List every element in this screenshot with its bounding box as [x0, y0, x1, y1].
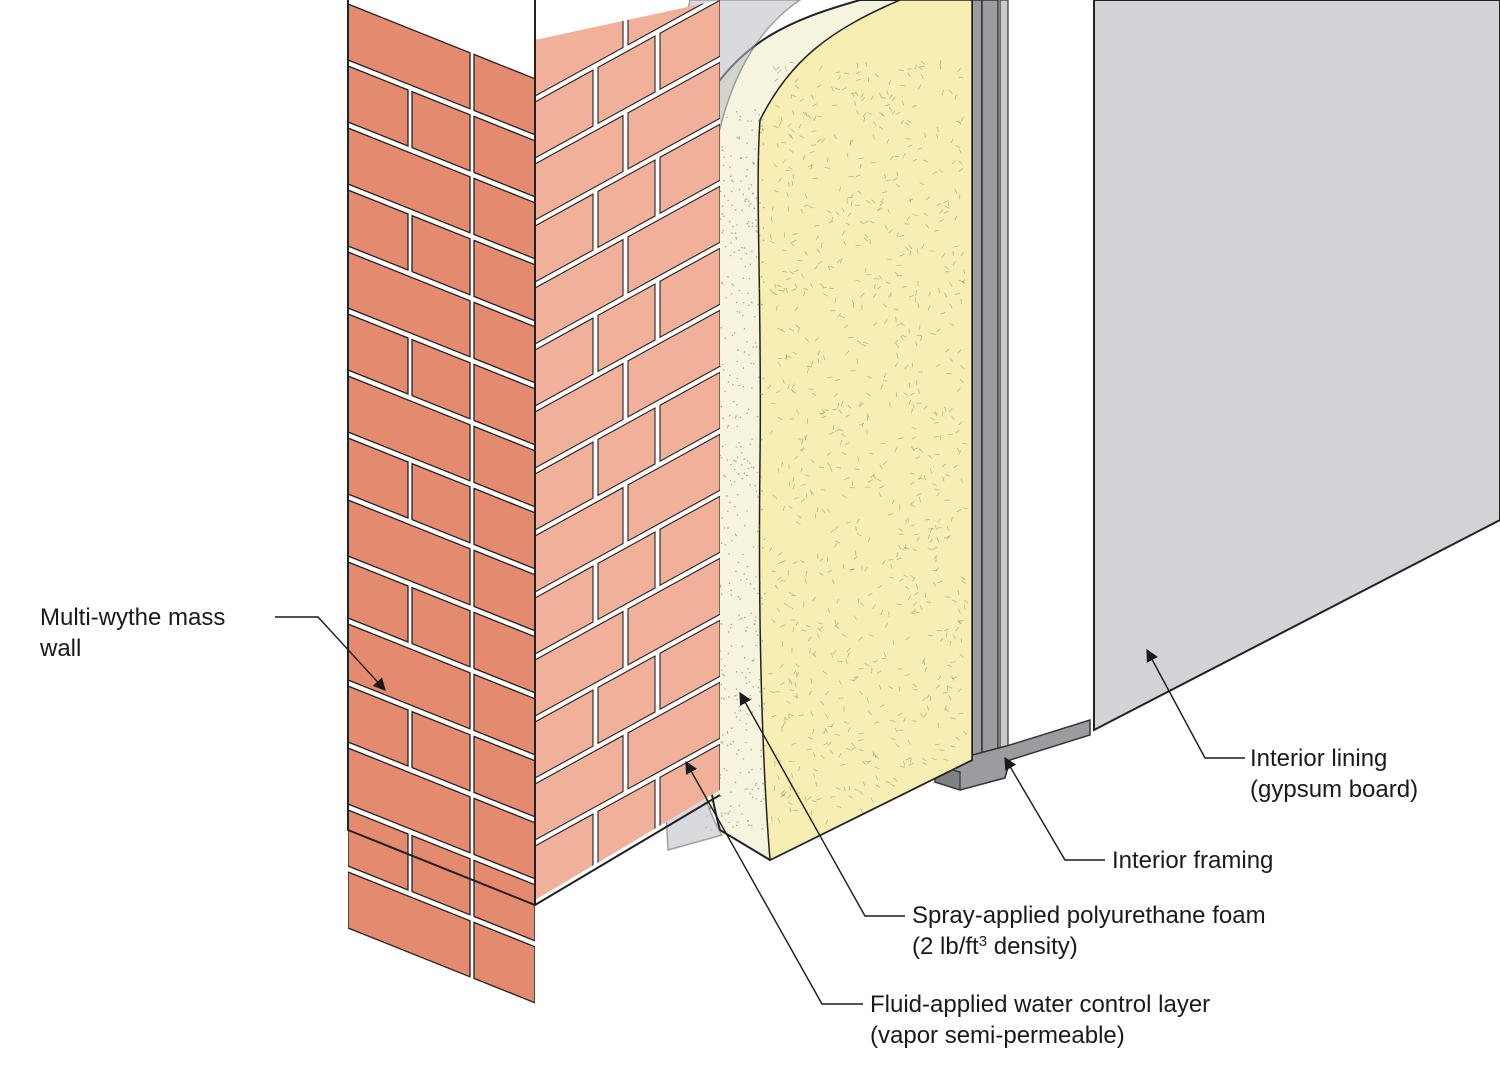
label-spray-foam-line1: Spray-applied polyurethane foam [912, 902, 1266, 929]
label-mass-wall-line1: Multi-wythe mass [40, 604, 226, 631]
leader-spray-foam [739, 691, 905, 917]
label-interior-framing-line1: Interior framing [1112, 847, 1274, 874]
brick-mass-wall [347, 0, 721, 1004]
leader-interior-lining [1146, 648, 1245, 759]
label-water-control: Fluid-applied water control layer (vapor… [870, 989, 1210, 1051]
steel-stud-framing [934, 0, 1091, 791]
label-interior-lining-line2: (gypsum board) [1250, 776, 1419, 803]
label-water-control-line1: Fluid-applied water control layer [870, 991, 1211, 1018]
leader-lines [275, 616, 1245, 1005]
leader-mass-wall [275, 616, 386, 691]
label-interior-lining: Interior lining (gypsum board) [1250, 743, 1418, 805]
leader-interior-framing [1004, 756, 1105, 861]
label-spray-foam: Spray-applied polyurethane foam (2 lb/ft… [912, 900, 1266, 962]
label-interior-lining-line1: Interior lining [1250, 745, 1388, 772]
label-spray-foam-line2: (2 lb/ft3 density) [912, 931, 1266, 962]
label-interior-framing: Interior framing [1112, 845, 1273, 876]
label-water-control-line2: (vapor semi-permeable) [870, 1022, 1125, 1049]
label-mass-wall: Multi-wythe mass wall [40, 602, 225, 664]
label-spray-foam-superscript: 3 [978, 933, 988, 950]
label-mass-wall-line2: wall [40, 635, 82, 662]
label-spray-foam-line2-pre: (2 lb/ft [912, 933, 979, 960]
gypsum-board [1093, 0, 1500, 732]
label-spray-foam-line2-post: density) [987, 933, 1078, 960]
spray-foam-insulation [692, 0, 973, 862]
leader-water-control [685, 760, 863, 1005]
